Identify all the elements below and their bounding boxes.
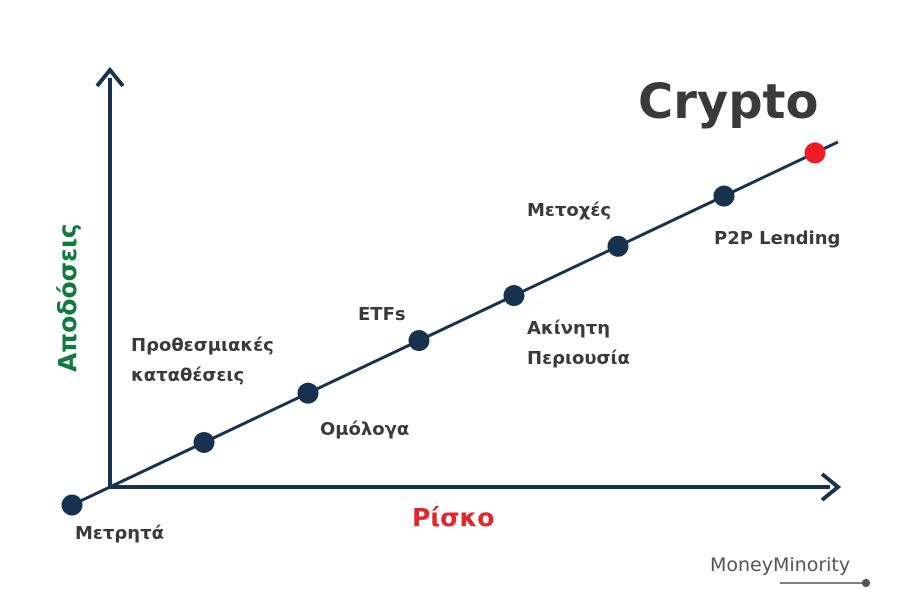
asset-point-6: [713, 185, 735, 207]
label-stocks: Μετοχές: [527, 200, 611, 221]
label-term-deposits-2: καταθέσεις: [131, 365, 244, 386]
crypto-title: Crypto: [638, 74, 818, 130]
logo-text: MoneyMinority: [710, 554, 850, 576]
y-axis-label: Αποδόσεις: [53, 223, 82, 372]
x-axis-label: Ρίσκο: [412, 503, 494, 532]
label-cash: Μετρητά: [75, 523, 164, 544]
label-etfs: ETFs: [358, 304, 406, 325]
label-real-estate-1: Ακίνητη: [527, 318, 610, 339]
asset-point-3: [408, 330, 430, 352]
label-bonds: Ομόλογα: [320, 419, 409, 440]
y-axis-arrowhead: [95, 66, 125, 88]
moneyminority-logo: MoneyMinority: [710, 554, 870, 587]
label-p2p-lending: P2P Lending: [714, 228, 840, 249]
x-axis-arrowhead: [820, 472, 842, 502]
asset-point-5: [607, 235, 629, 257]
asset-point-0: [61, 494, 83, 516]
asset-point-7: [804, 142, 826, 164]
label-real-estate-2: Περιουσία: [527, 348, 630, 369]
logo-dot: [862, 579, 870, 587]
asset-point-2: [297, 382, 319, 404]
asset-point-4: [503, 285, 525, 307]
label-term-deposits-1: Προθεσμιακές: [131, 335, 274, 356]
asset-point-1: [193, 431, 215, 453]
